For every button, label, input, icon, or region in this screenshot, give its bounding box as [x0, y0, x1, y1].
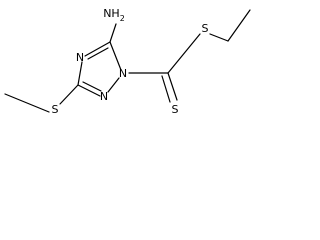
bond-c5-n4-double	[87, 47, 109, 60]
atom-n1-label: N	[119, 67, 127, 80]
bond-c3-n2-double	[82, 81, 102, 92]
bond-c5-n4	[84, 41, 111, 57]
chemical-structure-diagram: NH2 N N N S S S	[4, 7, 251, 116]
bond-c-s-thione	[167, 72, 178, 101]
atom-n4-label: N	[76, 51, 84, 64]
bond-c3-n2	[77, 84, 101, 97]
bond-c5-n1	[109, 41, 122, 71]
atom-s-methylthio-label: S	[52, 103, 59, 116]
bond-ch2-ch3	[227, 9, 251, 42]
bond-c-s-thione-double	[161, 75, 171, 103]
atom-n2-label: N	[100, 90, 108, 103]
atom-s-thioester-label: S	[202, 22, 209, 35]
bonds	[4, 9, 251, 113]
bond-c3-s	[59, 84, 79, 105]
bond-n4-c3	[77, 61, 83, 86]
bond-amino-c5	[109, 23, 117, 43]
bond-n2-n1	[107, 77, 120, 93]
atom-amino-label: NH2	[103, 7, 125, 23]
atom-s-thione-label: S	[172, 103, 179, 116]
bond-c-s-thioester	[167, 33, 201, 74]
bond-s-methyl	[4, 93, 50, 113]
atom-labels: NH2 N N N S S S	[52, 7, 209, 116]
bond-s-ch2	[209, 33, 229, 42]
atom-amino-text: NH	[103, 7, 120, 20]
atom-amino-subscript: 2	[120, 14, 125, 23]
